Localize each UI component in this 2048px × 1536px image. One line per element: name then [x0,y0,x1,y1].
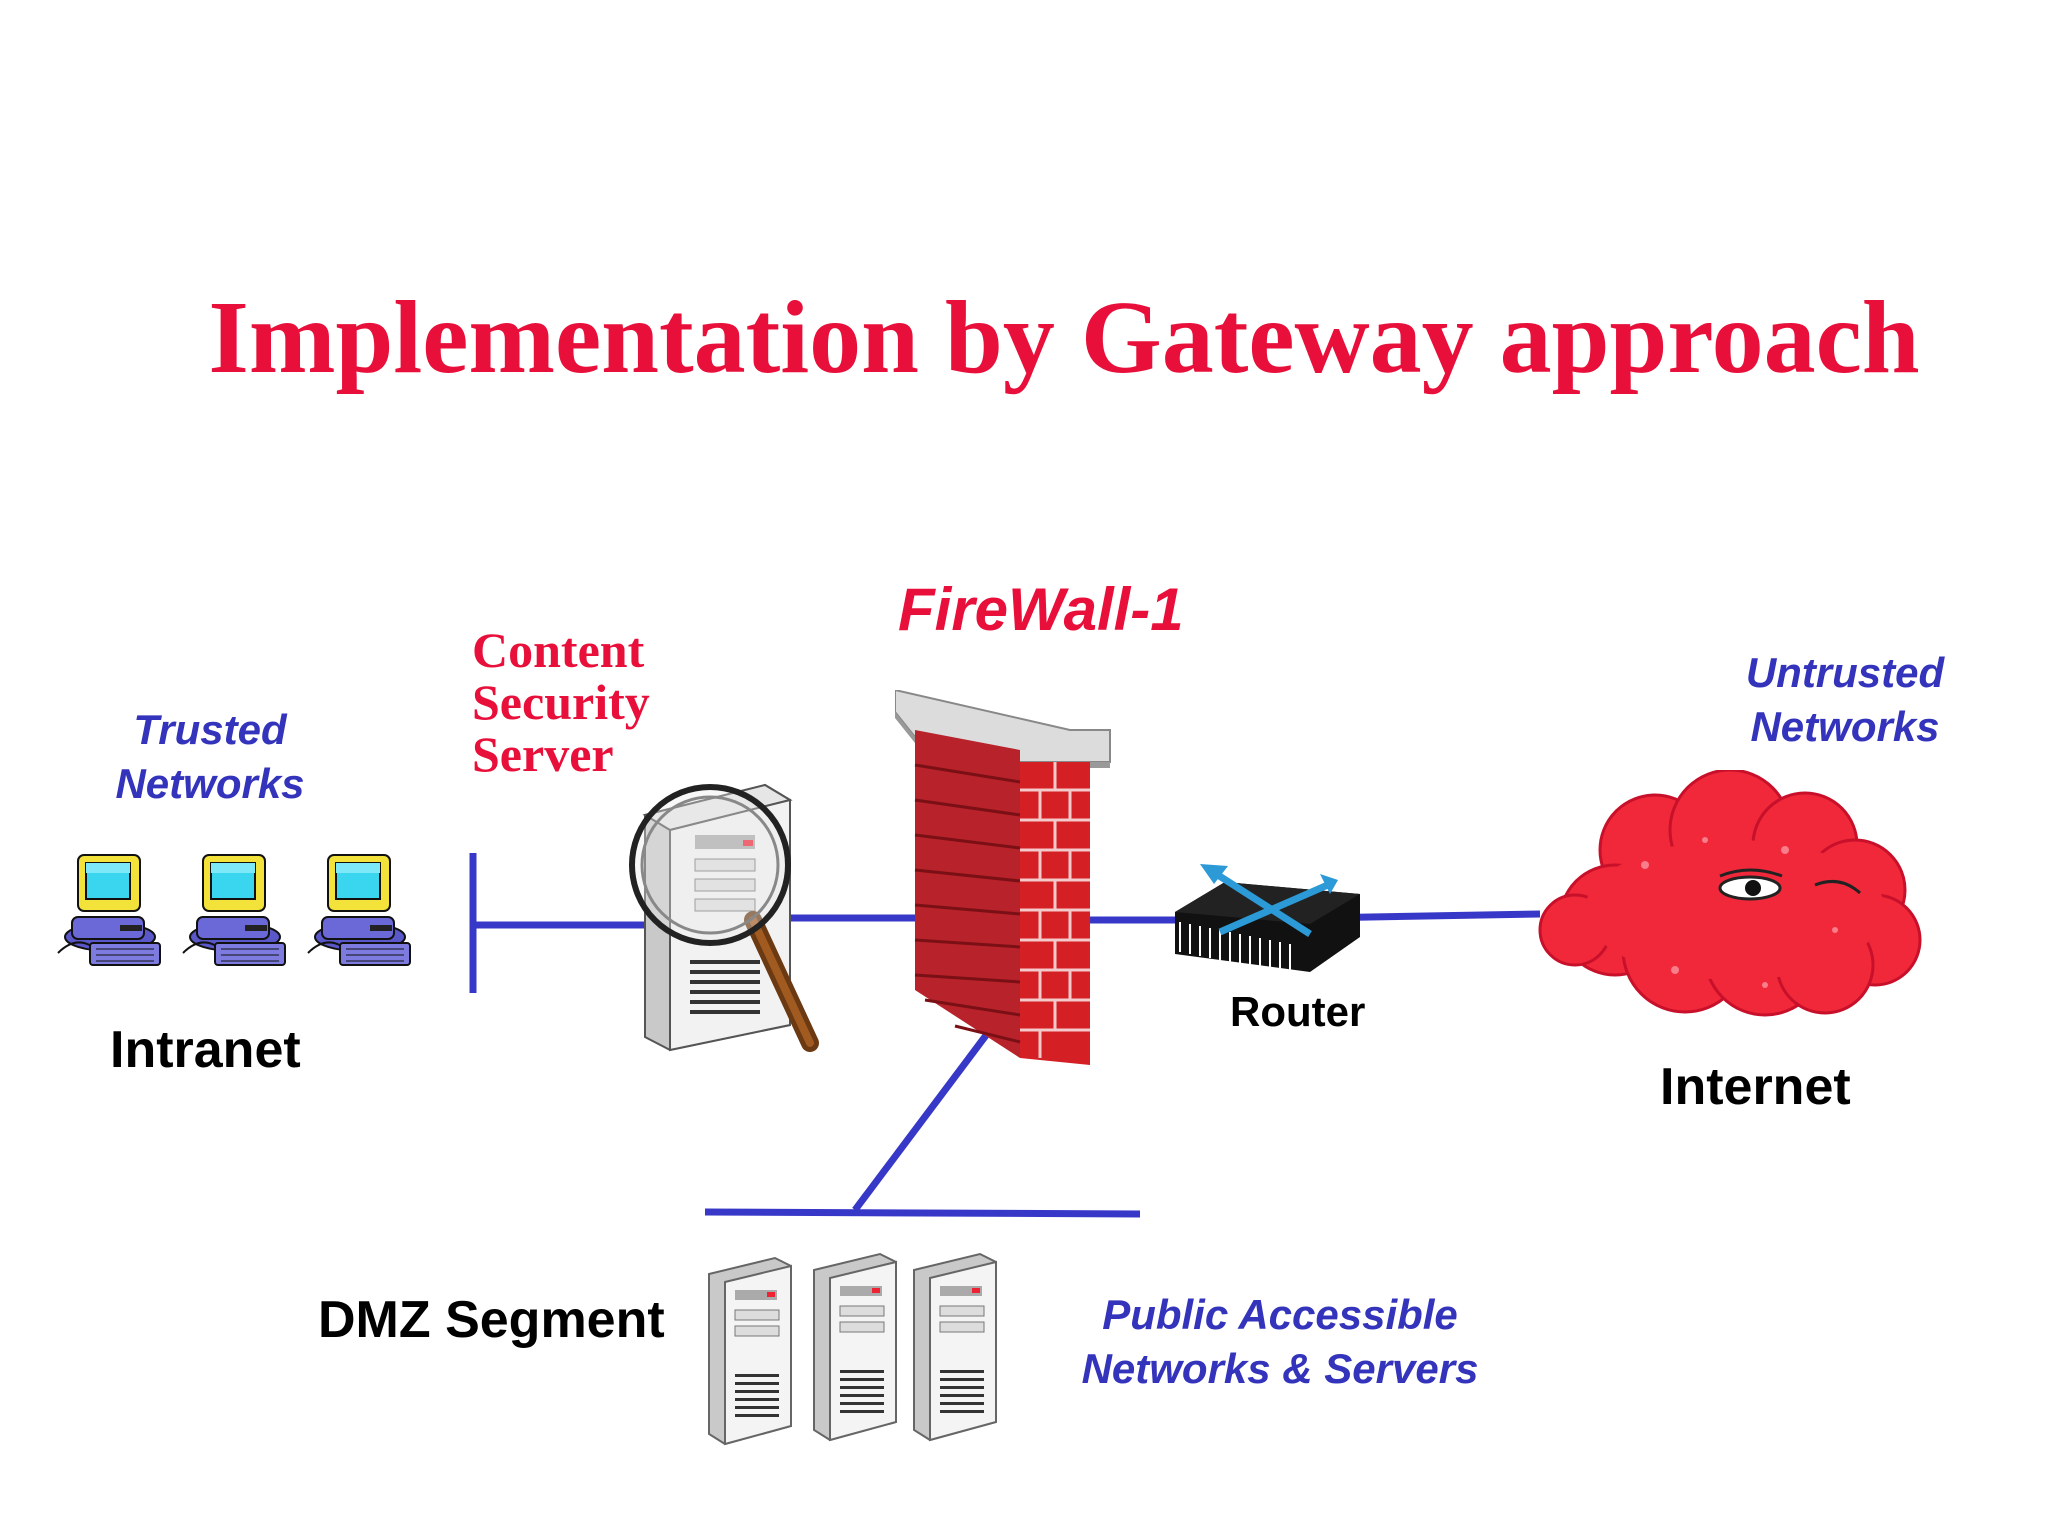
server-tower-icon [913,1253,997,1441]
desktop-computer-icon [57,854,161,966]
css-label-line-1: Content [472,622,645,678]
css-label-line-2: Security [472,674,650,730]
trusted-label-line-1: Trusted [133,706,287,753]
server-with-magnifier-icon [629,783,819,1052]
firewall-dmz-link-line [852,1027,993,1213]
css-label-line-3: Server [472,726,614,782]
public-label-line-1: Public Accessible [1102,1291,1458,1338]
dmz-segment-label: DMZ Segment [318,1291,665,1349]
dmz-servers [708,1253,997,1445]
desktop-computer-icon [307,854,411,966]
intranet-label: Intranet [110,1021,301,1079]
server-tower-icon [813,1253,897,1441]
internet-label: Internet [1660,1058,1851,1116]
content-security-server-label: Content Security Server [472,624,650,780]
dmz-bus-line [704,1208,1141,1218]
trusted-networks-label: Trusted Networks [100,703,320,811]
public-label-line-2: Networks & Servers [1081,1345,1479,1392]
server-tower-icon [708,1257,792,1445]
trusted-label-line-2: Networks [115,760,305,807]
untrusted-label-line-2: Networks [1750,703,1940,750]
untrusted-networks-label: Untrusted Networks [1735,646,1955,754]
router-label: Router [1230,988,1366,1035]
public-accessible-label: Public Accessible Networks & Servers [1060,1288,1500,1396]
brick-wall-icon [895,690,1111,1065]
trusted-workstations [57,854,411,966]
desktop-computer-icon [182,854,286,966]
untrusted-label-line-1: Untrusted [1745,649,1945,696]
router-icon [1175,864,1360,972]
firewall-label: FireWall-1 [898,576,1184,643]
page-title: Implementation by Gateway approach [208,280,1920,395]
cloud-face-icon [1538,770,1922,1017]
